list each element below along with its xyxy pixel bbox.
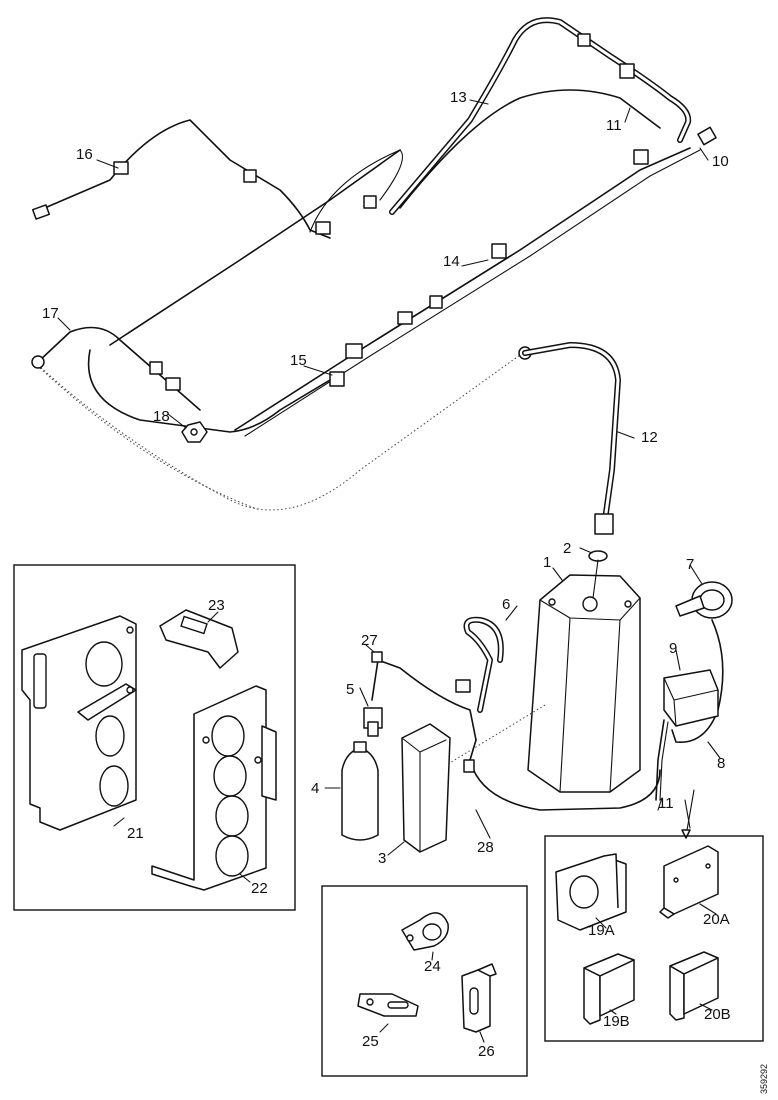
plate-22 — [151, 685, 267, 891]
label-5: 5 — [346, 681, 354, 698]
label-3: 3 — [378, 850, 386, 867]
tank-1 — [527, 574, 641, 793]
inset-box-mounts — [544, 789, 764, 1042]
label-11-upper: 11 — [606, 117, 622, 134]
bracket-3 — [401, 723, 451, 853]
label-21: 21 — [127, 825, 144, 842]
label-1: 1 — [543, 554, 551, 571]
label-15: 15 — [290, 352, 307, 369]
label-9: 9 — [669, 640, 677, 657]
label-18: 18 — [153, 408, 170, 425]
box-9 — [663, 669, 719, 727]
document-id: 359292 — [759, 1064, 769, 1094]
mount-20b — [669, 965, 685, 1021]
label-24: 24 — [424, 958, 441, 975]
label-28: 28 — [477, 839, 494, 856]
label-14: 14 — [443, 253, 460, 270]
label-17: 17 — [42, 305, 59, 322]
label-6: 6 — [502, 596, 510, 613]
label-11-lower: 11 — [658, 795, 674, 812]
label-27: 27 — [361, 632, 378, 649]
label-19a: 19A — [588, 922, 615, 939]
label-10: 10 — [712, 153, 729, 170]
label-2: 2 — [563, 540, 571, 557]
cylinder-4 — [341, 747, 379, 841]
inset-box-brackets — [13, 564, 296, 911]
mount-20a — [663, 845, 719, 915]
label-19b: 19B — [603, 1013, 630, 1030]
callout-labels: 1 2 3 4 5 6 7 8 9 10 11 11 12 13 14 15 1… — [42, 89, 731, 1060]
bracket-23 — [159, 609, 239, 669]
upper-harness — [31, 17, 717, 535]
label-13: 13 — [450, 89, 467, 106]
leader-lines-upper — [57, 99, 709, 439]
inset-box-clamps — [321, 885, 528, 1077]
label-4: 4 — [311, 780, 319, 797]
label-26: 26 — [478, 1043, 495, 1060]
label-23: 23 — [208, 597, 225, 614]
label-25: 25 — [362, 1033, 379, 1050]
label-12: 12 — [641, 429, 658, 446]
mount-19b — [583, 967, 601, 1025]
label-16: 16 — [76, 146, 93, 163]
main-assembly — [341, 550, 733, 853]
label-8: 8 — [717, 755, 725, 772]
label-22: 22 — [251, 880, 268, 897]
label-20a: 20A — [703, 911, 730, 928]
label-20b: 20B — [704, 1006, 731, 1023]
label-7: 7 — [686, 556, 694, 573]
leader-lines-main — [324, 547, 721, 856]
